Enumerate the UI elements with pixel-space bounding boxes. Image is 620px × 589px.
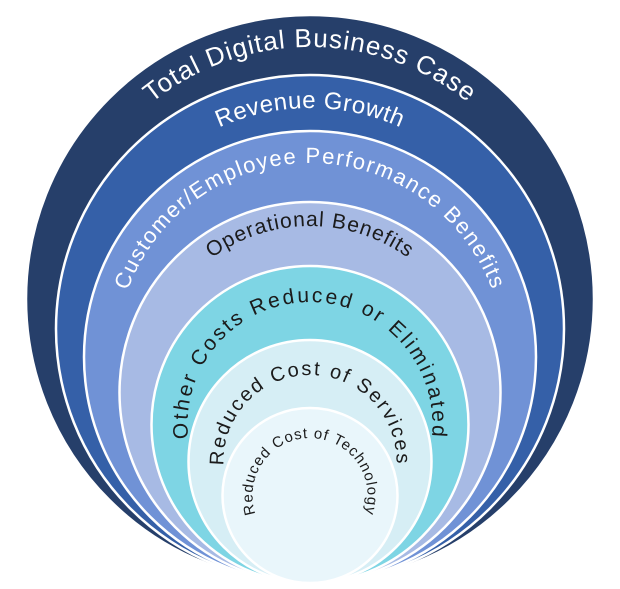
ring-reduced-cost-of-technology	[221, 406, 399, 585]
